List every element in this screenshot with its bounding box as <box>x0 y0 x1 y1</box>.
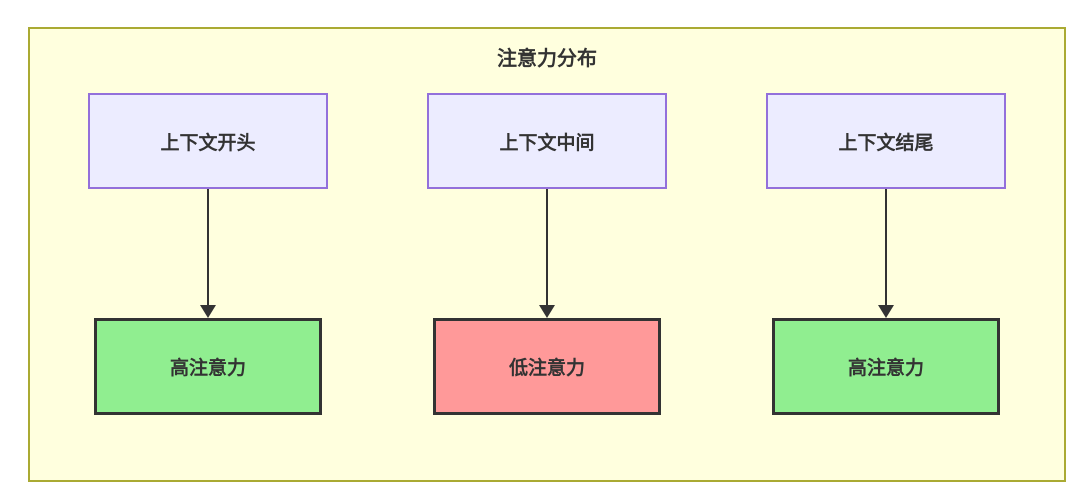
source-node-label: 上下文中间 <box>499 132 595 154</box>
target-node-high-attention: 高注意力 <box>94 318 322 415</box>
diagram-title: 注意力分布 <box>497 48 597 70</box>
source-node-context-start: 上下文开头 <box>88 93 328 189</box>
target-node-high-attention: 高注意力 <box>772 318 1000 415</box>
arrow-line <box>546 189 548 306</box>
flow-column-context-middle: 上下文中间 低注意力 <box>427 93 667 415</box>
arrow-head-icon <box>539 305 555 318</box>
arrow-context-end <box>878 189 894 318</box>
flow-column-context-start: 上下文开头 高注意力 <box>88 93 328 415</box>
arrow-line <box>207 189 209 306</box>
source-node-context-middle: 上下文中间 <box>427 93 667 189</box>
arrow-context-start <box>200 189 216 318</box>
source-node-label: 上下文结尾 <box>838 132 934 154</box>
flow-columns: 上下文开头 高注意力 上下文中间 低注意力 上下文结 <box>30 93 1064 415</box>
flow-column-context-end: 上下文结尾 高注意力 <box>766 93 1006 415</box>
target-node-label: 高注意力 <box>847 358 924 379</box>
target-node-label: 低注意力 <box>508 358 585 379</box>
source-node-context-end: 上下文结尾 <box>766 93 1006 189</box>
arrow-head-icon <box>878 305 894 318</box>
arrow-head-icon <box>200 305 216 318</box>
target-node-low-attention: 低注意力 <box>433 318 661 415</box>
arrow-context-middle <box>539 189 555 318</box>
source-node-label: 上下文开头 <box>160 132 256 154</box>
target-node-label: 高注意力 <box>169 358 246 379</box>
diagram-container: 注意力分布 上下文开头 高注意力 上下文中间 低注意力 <box>28 27 1066 482</box>
arrow-line <box>885 189 887 306</box>
